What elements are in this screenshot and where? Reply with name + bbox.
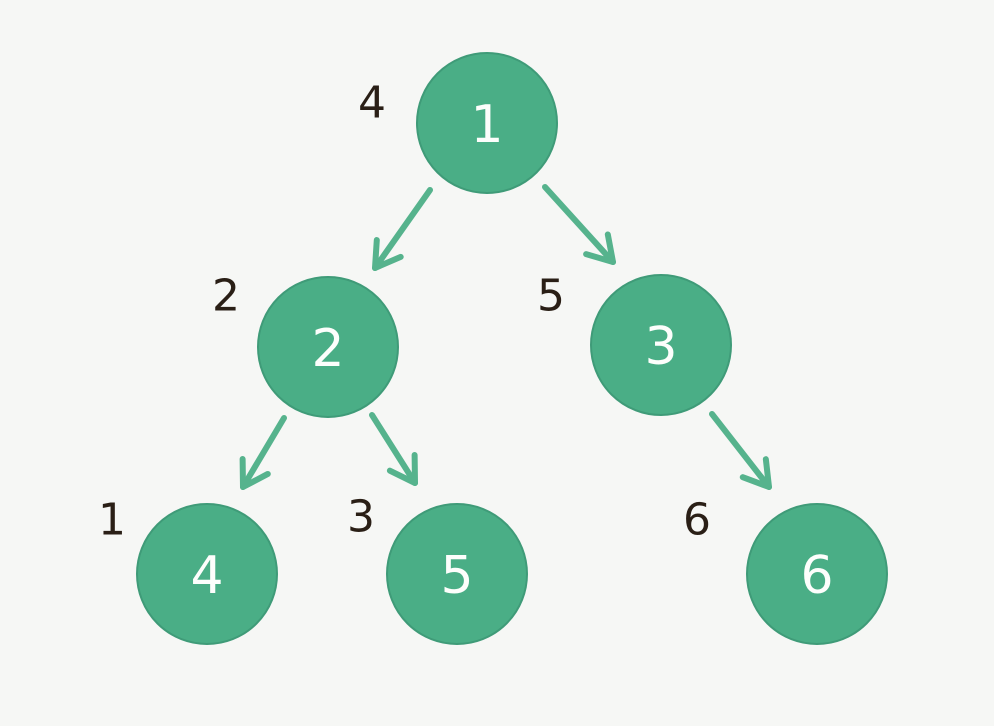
edge-n1-n2 (372, 187, 433, 271)
arrowhead-icon (739, 456, 772, 490)
node-label: 6 (800, 546, 833, 606)
visit-order-label: 2 (212, 271, 240, 322)
edge-line (240, 415, 287, 490)
node-circle (590, 274, 732, 416)
node-label: 3 (644, 317, 677, 377)
edge-line (542, 184, 616, 265)
tree-node-3: 35 (537, 271, 732, 416)
visit-order-label: 3 (347, 492, 375, 543)
edge-n2-n5 (369, 412, 418, 486)
visit-order-label: 6 (683, 495, 711, 546)
edges-layer (239, 184, 772, 490)
edge-n2-n4 (239, 415, 287, 490)
tree-node-2: 22 (212, 271, 399, 418)
edge-line (369, 412, 418, 486)
tree-node-4: 41 (98, 495, 278, 645)
arrowhead-icon (583, 231, 616, 265)
node-circle (386, 503, 528, 645)
node-circle (416, 52, 558, 194)
visit-order-label: 5 (537, 271, 565, 322)
node-circle (746, 503, 888, 645)
node-circle (136, 503, 278, 645)
visit-order-label: 1 (98, 495, 126, 546)
arrowhead-icon (239, 456, 271, 490)
node-label: 5 (440, 546, 473, 606)
node-label: 4 (190, 546, 223, 606)
visit-order-label: 4 (358, 78, 386, 129)
tree-node-6: 66 (683, 495, 888, 645)
node-label: 2 (311, 319, 344, 379)
node-circle (257, 276, 399, 418)
tree-node-1: 14 (358, 52, 558, 194)
arrowhead-icon (372, 237, 404, 271)
arrowhead-icon (386, 452, 418, 486)
edge-line (372, 187, 433, 271)
node-label: 1 (470, 95, 503, 155)
edge-n3-n6 (709, 411, 772, 490)
edge-n1-n3 (542, 184, 616, 265)
tree-node-5: 53 (347, 492, 528, 645)
edge-line (709, 411, 772, 490)
